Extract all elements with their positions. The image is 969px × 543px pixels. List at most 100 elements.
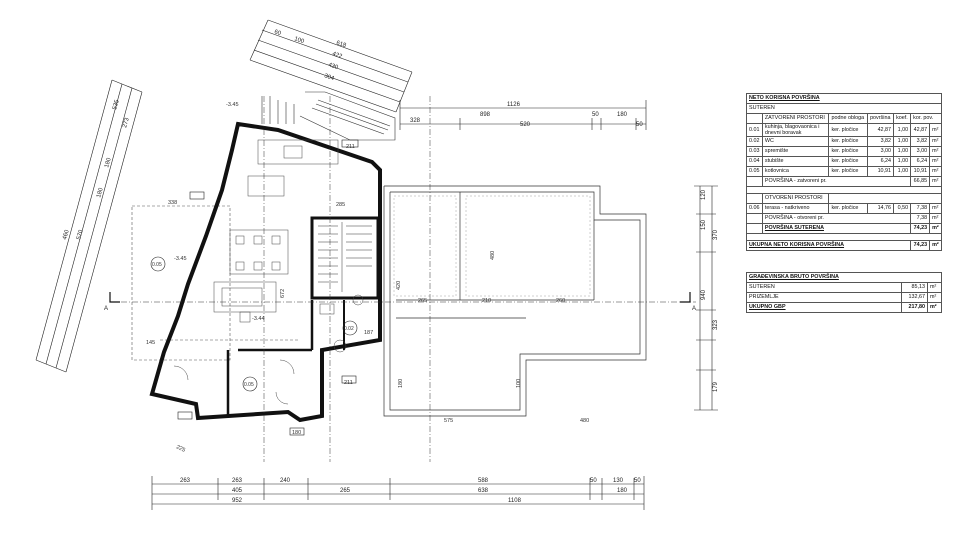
row-name: kotlovnica: [761, 166, 830, 177]
row-no: 0.06: [746, 203, 763, 214]
level-total: 74,23: [910, 223, 931, 234]
dim-top-2: 898: [480, 112, 491, 118]
dim-right: 179: [713, 381, 719, 392]
dim-label: 480: [580, 418, 589, 424]
row-no: 0.03: [746, 146, 763, 157]
dim-bottom: 265: [340, 488, 351, 494]
bottom-dimension-chains: [151, 476, 645, 510]
top-dimension-chain: [399, 100, 647, 130]
group-closed: ZATVORENI PROSTORI: [761, 113, 830, 124]
row-coef: 1,00: [893, 146, 912, 157]
dim-label: 60: [273, 29, 282, 37]
row-unit: m²: [929, 146, 942, 157]
dim-label: 180: [292, 430, 301, 436]
hdr-net: kor. pov.: [910, 113, 942, 124]
dim-bottom: 50: [634, 478, 641, 484]
dim-bottom: 240: [280, 478, 291, 484]
dim-top-total: 1126: [507, 102, 521, 108]
top-diagonal-labels: 618 422 430 304 100 60: [273, 29, 347, 82]
section-mark-a-right: A: [692, 306, 696, 312]
dim-bottom: 50: [590, 478, 597, 484]
neto-level: SUTEREN: [746, 103, 942, 114]
dim-right: 150: [701, 219, 707, 230]
dim-label: 422: [331, 51, 343, 60]
hdr-coef: koef.: [893, 113, 912, 124]
row-unit: m²: [926, 282, 943, 293]
room-tag-0-05: 0.05: [152, 262, 162, 268]
dim-top-1: 328: [410, 118, 421, 124]
dim-top-5: 180: [617, 112, 628, 118]
row-area: 3,82: [867, 136, 895, 147]
interior-stair: [318, 222, 372, 292]
open-total-label: POVRŠINA - otvoreni pr.: [761, 213, 912, 224]
dim-bottom: 130: [613, 478, 624, 484]
bruto-title: GRAĐEVINSKA BRUTO POVRŠINA: [746, 272, 942, 283]
table-row: 0.04 stubište ker. pločice 6,24 1,00 6,2…: [746, 156, 942, 167]
row-area: 10,91: [867, 166, 895, 177]
dim-bottom: 263: [232, 478, 243, 484]
neto-area-table: NETO KORISNA POVRŠINA SUTEREN ZATVORENI …: [745, 93, 942, 251]
row-coef: 1,00: [893, 156, 912, 167]
dim-label: 618: [335, 40, 347, 49]
upper-floor-hatch: [393, 195, 591, 297]
row-unit: m²: [926, 292, 943, 303]
left-diagonal-dimensions: [35, 79, 143, 373]
row-no: 0.02: [746, 136, 763, 147]
dim-bottom: 952: [232, 498, 243, 504]
level-mark: -3.44: [252, 316, 265, 322]
unit: m²: [929, 240, 942, 251]
hdr-floor: podne obloga: [828, 113, 869, 124]
row-unit: m²: [929, 156, 942, 167]
dim-label: 575: [444, 418, 453, 424]
section-mark-a-left: A: [104, 306, 108, 312]
unit: m²: [929, 176, 942, 187]
row-floor: ker. pločice: [828, 123, 869, 137]
dim-label: 480: [490, 251, 496, 260]
unit: m²: [929, 223, 942, 234]
dim-label: 672: [280, 289, 286, 298]
building-walls: [149, 121, 382, 423]
row-net: 3,00: [910, 146, 931, 157]
grand-total: 74,23: [910, 240, 931, 251]
row-coef: 1,00: [893, 136, 912, 147]
row-no: 0.04: [746, 156, 763, 167]
row-value: 132,67: [901, 292, 928, 303]
level-mark: -3.45: [174, 256, 187, 262]
row-no: 0.05: [746, 166, 763, 177]
dim-bottom: 263: [180, 478, 191, 484]
furniture: [173, 139, 364, 405]
dim-bottom: 405: [232, 488, 243, 494]
level-total-label: POVRŠINA SUTERENA: [761, 223, 912, 234]
row-name: WC: [761, 136, 830, 147]
grand-total-label: UKUPNA NETO KORISNA POVRŠINA: [745, 240, 912, 251]
dim-label: 180: [104, 157, 113, 169]
bruto-area-table: GRAĐEVINSKA BRUTO POVRŠINA SUTEREN 85,13…: [746, 272, 943, 313]
table-row: 0.03 spremište ker. pločice 3,00 1,00 3,…: [746, 146, 942, 157]
open-total: 7,38: [910, 213, 931, 224]
dim-label: 180: [96, 187, 105, 199]
hdr-area: površina: [867, 113, 895, 124]
bruto-total-label: UKUPNO GBP: [746, 302, 902, 313]
table-row: PRIZEMLJE 132,67 m²: [746, 292, 943, 303]
row-floor: ker. pločice: [828, 203, 869, 214]
dim-label: 225: [175, 444, 186, 453]
row-name: stubište: [761, 156, 830, 167]
row-floor: ker. pločice: [828, 146, 869, 157]
upper-floor-outline: [383, 185, 647, 417]
level-mark: -3.45: [226, 102, 239, 108]
top-diagonal-dimensions: [249, 19, 413, 113]
row-coef: 1,00: [893, 123, 912, 137]
dim-right: 323: [713, 319, 719, 330]
interior-dims: 338 285 265 210 260 575 480 672 145 187 …: [146, 144, 589, 454]
room-tag-0-05b: 0.05: [244, 382, 254, 388]
row-coef: 0,50: [893, 203, 912, 214]
outdoor-terrace-outline: [131, 205, 300, 361]
table-row: 0.01 kuhinja, blagovaonica i dnevni bora…: [746, 123, 942, 137]
dim-bottom: 1108: [508, 498, 522, 504]
row-area: 14,76: [867, 203, 895, 214]
right-dimension-chains: [694, 185, 718, 411]
dim-top-3: 520: [520, 122, 531, 128]
dim-label: 420: [396, 281, 402, 290]
dim-bottom: 588: [478, 478, 489, 484]
table-row: 0.06 terasa - natkriveno ker. pločice 14…: [746, 203, 942, 214]
